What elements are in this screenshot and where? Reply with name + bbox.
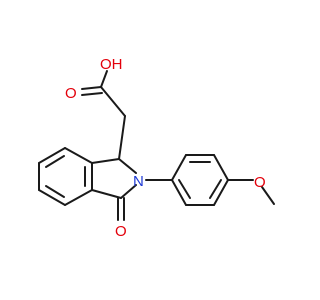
bond-phenyl-1: [171, 154, 187, 181]
bond-phenyl-3: [213, 154, 229, 181]
bond-c-o-double-a: [81, 86, 102, 90]
bond-c-oh: [100, 70, 108, 88]
bond-phenyl-6: [171, 179, 187, 206]
bond-phenyl-inner-2: [209, 179, 222, 199]
atom-labels: OH O N O O: [65, 56, 266, 240]
bond-benzo-inner-3: [45, 155, 65, 168]
bond-benzo-5: [38, 147, 66, 164]
atom-label-nitrogen: N: [133, 173, 144, 190]
bond-phenyl-inner-3: [178, 179, 191, 199]
bond-n-co: [120, 184, 137, 199]
atom-label-carbonyl-o-lactam: O: [115, 223, 127, 240]
bond-benzo-inner-2: [45, 185, 65, 198]
bond-co-ar: [91, 189, 122, 199]
bond-benzo-6: [64, 147, 93, 164]
bond-ch-ar: [91, 158, 120, 164]
atom-label-methoxy-o: O: [254, 174, 266, 191]
chemical-structure: OH O N O O: [38, 56, 275, 240]
atom-label-carbonyl-o-acid: O: [65, 85, 77, 102]
bond-o-ch3: [261, 186, 275, 205]
atom-label-hydroxyl: OH: [100, 56, 123, 73]
bond-ch-ch2: [118, 115, 126, 160]
bond-ch-n: [118, 158, 137, 174]
bond-ch2-cooh: [100, 86, 126, 117]
bond-phenyl-4: [213, 179, 229, 206]
bonds: [38, 70, 275, 221]
bond-benzo-3: [38, 189, 66, 206]
bond-c-o-double-b: [81, 92, 103, 96]
bond-benzo-2: [64, 189, 93, 206]
